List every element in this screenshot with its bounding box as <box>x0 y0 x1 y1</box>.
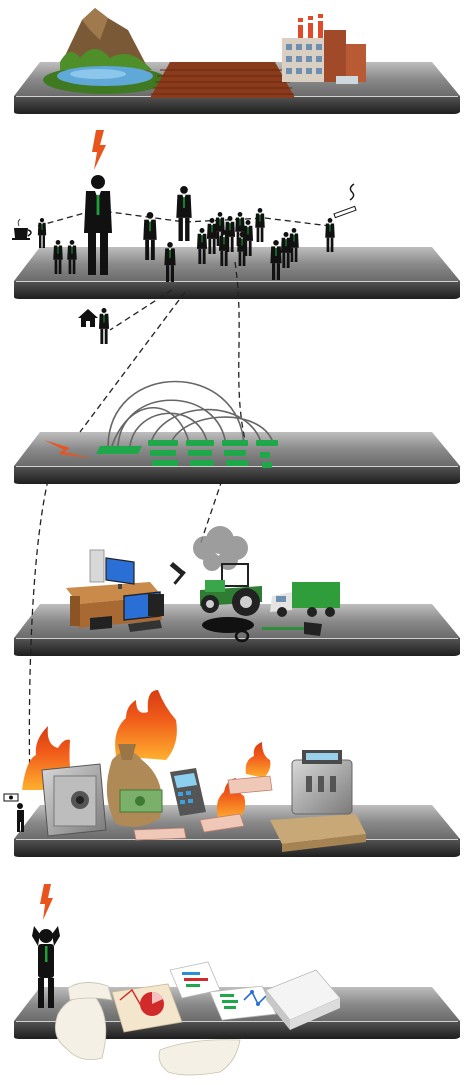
panel-capital-goods <box>66 526 340 643</box>
businessman-icon <box>67 240 77 274</box>
shelf <box>14 247 460 299</box>
businessman-icon <box>196 228 208 264</box>
panel-labor <box>12 130 357 344</box>
bolt-icon <box>92 130 106 170</box>
paper-stack-icon <box>265 969 341 1030</box>
businessman-icon <box>270 240 282 280</box>
businessman-icon <box>84 175 112 275</box>
panel-natural-resources <box>43 8 366 98</box>
businessman-icon <box>17 803 24 832</box>
crowd <box>37 175 335 344</box>
panel-money-fire <box>3 690 366 852</box>
businessman-icon <box>98 308 110 344</box>
truck-icon <box>270 582 340 617</box>
tractor-icon <box>200 563 262 616</box>
smoke-cloud <box>193 526 248 571</box>
cigarette-icon <box>333 183 357 219</box>
hammer-icon <box>169 561 186 585</box>
cash-register-icon <box>270 750 366 852</box>
mountain-lake-icon <box>43 8 167 94</box>
businessman-icon <box>218 230 230 266</box>
connector-line <box>234 261 246 441</box>
connector-line <box>109 289 173 331</box>
calculator-icon <box>170 768 206 816</box>
connector-line <box>28 479 49 791</box>
panel-technology <box>44 380 278 468</box>
stressed-man-icon <box>32 926 60 1008</box>
oil-spill <box>202 617 254 643</box>
coffee-cup-icon <box>12 218 32 240</box>
shovel-icon <box>262 622 322 636</box>
businessman-icon <box>53 240 63 274</box>
safe-icon <box>41 763 107 837</box>
factory-icon <box>282 14 366 84</box>
money-bag-icon <box>106 744 163 827</box>
shelf <box>14 432 460 484</box>
bolt-icon <box>44 440 92 458</box>
connector-lines <box>28 209 331 791</box>
connector-line <box>37 209 331 227</box>
businessman-icon <box>164 242 176 282</box>
businessman-icon <box>280 232 292 268</box>
circuit-board-icon <box>96 440 278 468</box>
businessman-icon <box>37 218 47 248</box>
connector-line <box>199 479 223 546</box>
bolt-icon <box>40 884 53 920</box>
businessman-icon <box>143 212 157 260</box>
panel-stressed-paperwork <box>32 884 341 1076</box>
banknotes <box>133 775 273 841</box>
document-chart-icon <box>111 961 277 1033</box>
house-icon <box>78 309 98 327</box>
businessman-icon <box>255 208 265 242</box>
banknote-icon <box>3 793 19 802</box>
computer-desk-icon <box>66 549 164 632</box>
connector-line <box>79 291 186 433</box>
cable-arcs-icon <box>107 380 275 447</box>
businessman-icon <box>176 186 192 241</box>
crumpled-papers <box>54 982 241 1076</box>
businessman-icon <box>289 228 299 262</box>
flame-icon <box>22 690 271 820</box>
businessman-icon <box>237 232 247 266</box>
businessman-icon <box>206 218 218 254</box>
plowed-field-icon <box>150 62 295 98</box>
businessman-icon <box>325 218 335 252</box>
